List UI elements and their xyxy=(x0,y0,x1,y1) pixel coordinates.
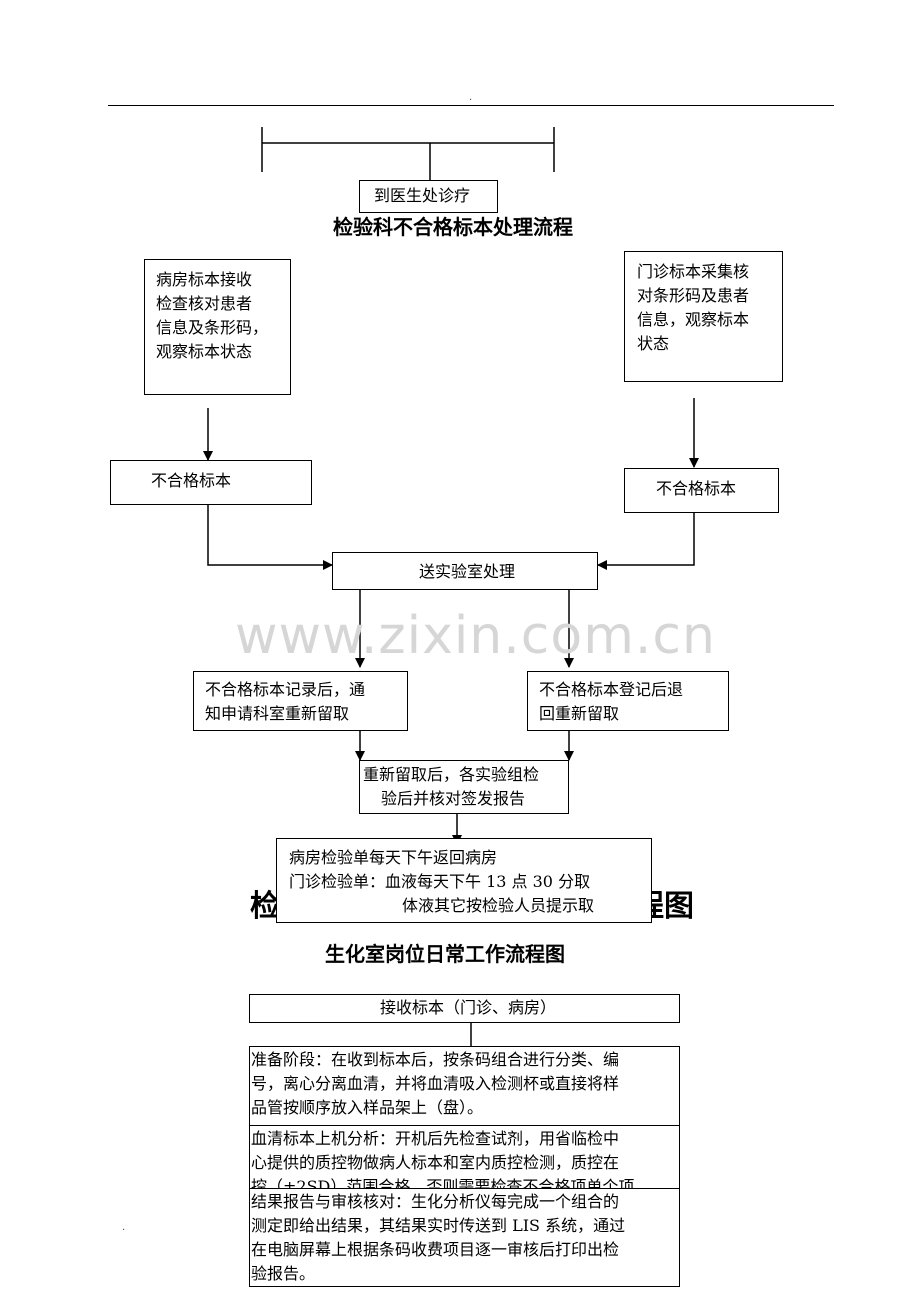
watermark-text: www.zixin.com.cn xyxy=(235,606,716,666)
clinic-line-1: 门诊标本采集核 xyxy=(637,262,750,281)
report-line-1: 结果报告与审核核对：生化分析仪每完成一个组合的 xyxy=(251,1192,620,1211)
return-line-1: 病房检验单每天下午返回病房 xyxy=(289,848,498,867)
header-dot: . xyxy=(469,92,473,103)
footer-dot: . xyxy=(122,1222,126,1233)
see-doctor-box-front: 到医生处诊疗 xyxy=(359,180,498,213)
register-return-box: 不合格标本登记后退 回重新留取 xyxy=(527,671,729,731)
send-lab-label: 送实验室处理 xyxy=(419,562,516,581)
analysis-box: 血清标本上机分析：开机后先检查试剂，用省临检中 心提供的质控物做病人标本和室内质… xyxy=(249,1125,680,1192)
record-line-2: 知申请科室重新留取 xyxy=(205,704,350,723)
recollect-report-box: 重新留取后，各实验组检 验后并核对签发报告 xyxy=(359,760,569,814)
unqualified-left-box: 不合格标本 xyxy=(110,460,312,505)
flow1-title: 检验科不合格标本处理流程 xyxy=(333,215,573,239)
analysis-line-2: 心提供的质控物做病人标本和室内质控检测，质控在 xyxy=(251,1153,620,1172)
record-notify-box: 不合格标本记录后，通 知申请科室重新留取 xyxy=(193,671,408,731)
register-line-1: 不合格标本登记后退 xyxy=(539,680,684,699)
clinic-line-2: 对条形码及患者 xyxy=(637,286,750,305)
return-line-3: 体液其它按检验人员提示取 xyxy=(402,896,595,915)
receive-specimen-box: 接收标本（门诊、病房） xyxy=(249,994,680,1023)
register-line-2: 回重新留取 xyxy=(539,704,620,723)
prepare-stage-box: 准备阶段：在收到标本后，按条码组合进行分类、编 号，离心分离血清，并将血清吸入检… xyxy=(249,1046,680,1126)
analysis-line-3: 控（±2SD）范围合格，否则需要检查不合格项单个项 xyxy=(251,1177,635,1192)
return-line-2: 门诊检验单：血液每天下午 13 点 30 分取 xyxy=(289,872,591,891)
result-report-box: 结果报告与审核核对：生化分析仪每完成一个组合的 测定即给出结果，其结果实时传送到… xyxy=(249,1188,680,1287)
prepare-line-2: 号，离心分离血清，并将血清吸入检测杯或直接将样 xyxy=(251,1074,620,1093)
ward-line-1: 病房标本接收 xyxy=(156,270,253,289)
recollect-line-2: 验后并核对签发报告 xyxy=(381,789,526,808)
record-line-1: 不合格标本记录后，通 xyxy=(205,680,366,699)
report-line-4: 验报告。 xyxy=(251,1264,316,1283)
prepare-line-3: 品管按顺序放入样品架上（盘）。 xyxy=(251,1098,484,1117)
header-rule xyxy=(108,105,834,106)
see-doctor-label-front: 到医生处诊疗 xyxy=(374,186,471,205)
unqualified-left-label: 不合格标本 xyxy=(151,471,232,490)
ward-line-3: 信息及条形码， xyxy=(156,318,269,337)
report-line-3: 在电脑屏幕上根据条码收费项目逐一审核后打印出检 xyxy=(251,1240,620,1259)
prepare-line-1: 准备阶段：在收到标本后，按条码组合进行分类、编 xyxy=(251,1050,620,1069)
analysis-line-1: 血清标本上机分析：开机后先检查试剂，用省临检中 xyxy=(251,1129,620,1148)
recollect-line-1: 重新留取后，各实验组检 xyxy=(363,765,540,784)
arrow-left-to-lab xyxy=(207,505,333,570)
report-line-2: 测定即给出结果，其结果实时传送到 LIS 系统，通过 xyxy=(251,1216,626,1235)
clinic-line-4: 状态 xyxy=(637,334,670,353)
report-return-box: 病房检验单每天下午返回病房 门诊检验单：血液每天下午 13 点 30 分取 体液… xyxy=(276,838,652,923)
ward-line-4: 观察标本状态 xyxy=(156,342,253,361)
flow2-hidden-title-left: 检 xyxy=(250,889,280,924)
ward-specimen-box: 病房标本接收 检查核对患者 信息及条形码， 观察标本状态 xyxy=(144,259,291,395)
unqualified-right-label: 不合格标本 xyxy=(656,479,737,498)
receive-label: 接收标本（门诊、病房） xyxy=(380,998,557,1017)
unqualified-right-box: 不合格标本 xyxy=(624,468,779,513)
arrow-right-to-lab xyxy=(597,512,695,570)
clinic-line-3: 信息，观察标本 xyxy=(637,310,750,329)
flow2-title: 生化室岗位日常工作流程图 xyxy=(325,942,565,966)
send-lab-box: 送实验室处理 xyxy=(332,552,598,590)
clinic-specimen-box: 门诊标本采集核 对条形码及患者 信息，观察标本 状态 xyxy=(624,251,783,382)
ward-line-2: 检查核对患者 xyxy=(156,294,253,313)
